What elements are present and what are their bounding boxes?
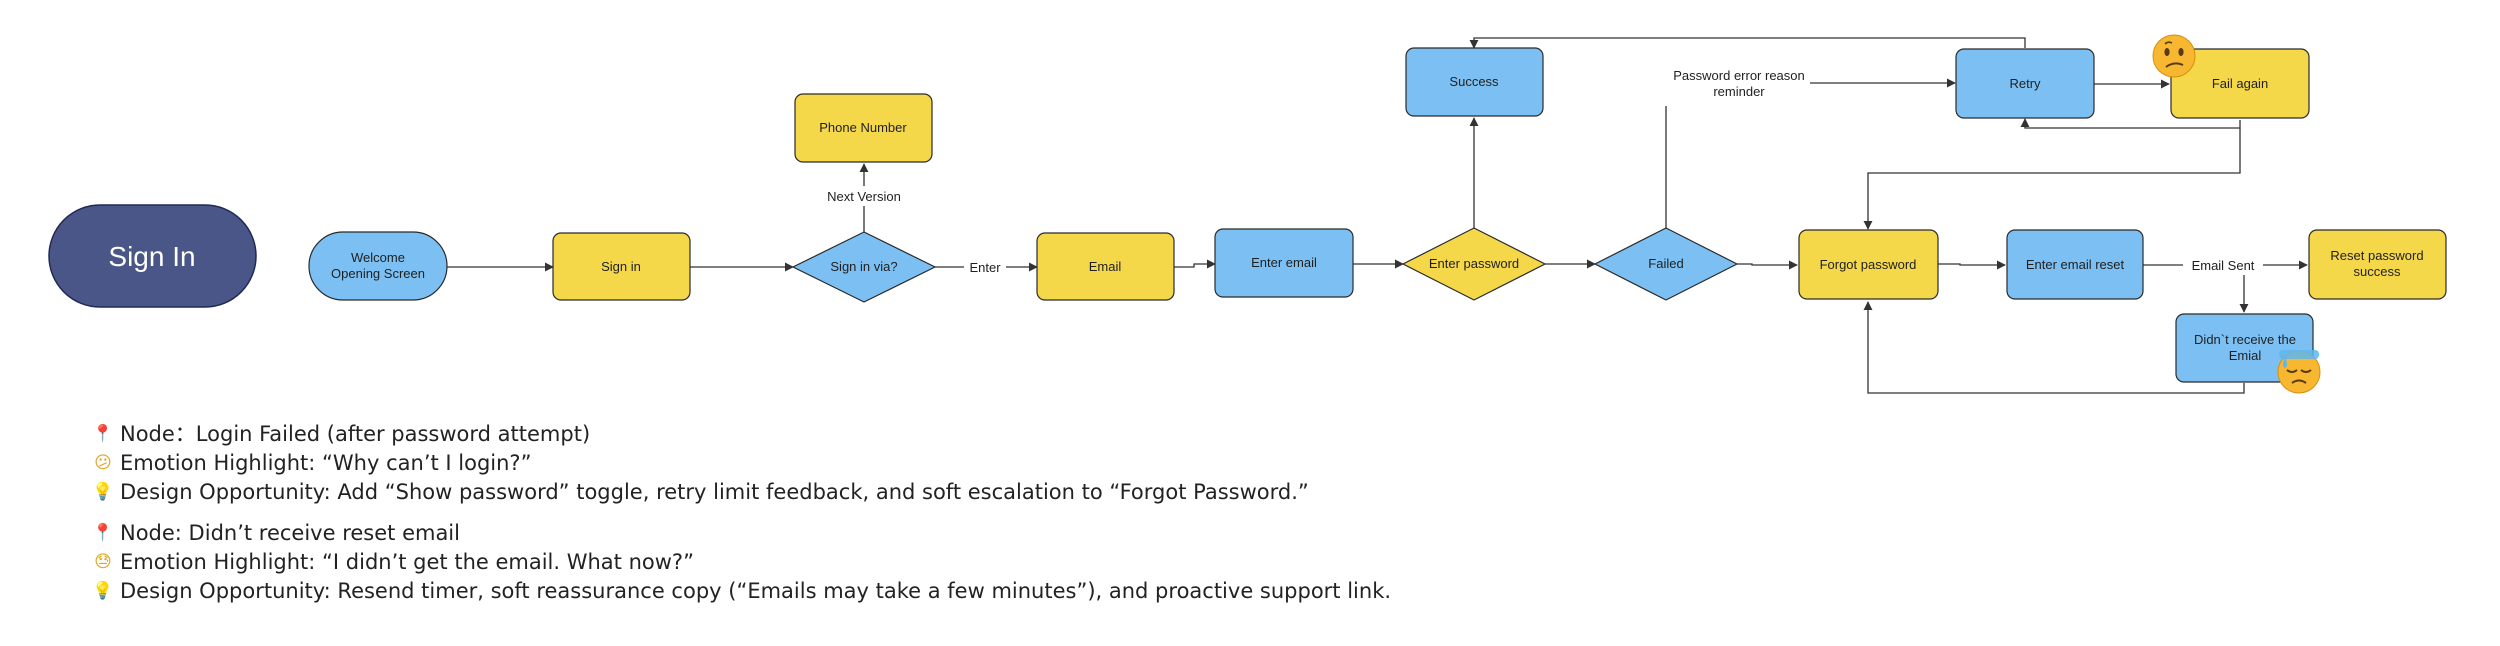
note-emotion-text: Emotion Highlight: “Why can’t I login?” (120, 451, 532, 475)
note-node-text: Node: Didn’t receive reset email (120, 521, 460, 545)
edge-email-enteremail (1174, 259, 1216, 269)
note-design-line: 💡 Design Opportunity: Add “Show password… (92, 478, 1391, 507)
start-node: Sign In (48, 204, 257, 308)
node-enter-password: Enter password (1401, 227, 1547, 301)
note-node-line: 📍 Node: Didn’t receive reset email (92, 519, 1391, 548)
label-next-version: Next Version (827, 189, 901, 204)
note-emotion-text: Emotion Highlight: “I didn’t get the ema… (120, 550, 694, 574)
note-emotion-line: 😕 Emotion Highlight: “Why can’t I login?… (92, 449, 1391, 478)
node-sign-in: Sign in (552, 232, 691, 301)
note-node-text: Node：Login Failed (after password attemp… (120, 422, 591, 446)
enter-password-label: Enter password (1429, 256, 1519, 271)
label-email-sent: Email Sent (2192, 258, 2255, 273)
pin-icon: 📍 (92, 424, 114, 444)
edge-retry-success (1469, 37, 2026, 49)
edge-failed-forgot (1737, 260, 1798, 270)
edge-failagain-forgot (1863, 128, 2241, 230)
note-design-text: Design Opportunity: Resend timer, soft r… (120, 579, 1392, 603)
sign-in-via-label: Sign in via? (830, 259, 897, 274)
note-group-didnt-receive: 📍 Node: Didn’t receive reset email 😓 Emo… (92, 519, 1391, 606)
node-email: Email (1036, 232, 1175, 301)
pin-icon: 📍 (92, 523, 114, 543)
node-success: Success (1405, 47, 1544, 117)
label-enter: Enter (969, 260, 1001, 275)
enter-email-label: Enter email (1251, 255, 1317, 270)
lightbulb-icon: 💡 (92, 581, 114, 601)
confused-face-icon (2152, 34, 2196, 78)
edge-didnt-forgot (1863, 301, 2245, 394)
success-label: Success (1449, 74, 1499, 89)
note-design-line: 💡 Design Opportunity: Resend timer, soft… (92, 577, 1391, 606)
node-enter-email-reset: Enter email reset (2006, 229, 2144, 300)
start-label: Sign In (108, 241, 195, 272)
node-failed: Failed (1593, 227, 1739, 301)
node-phone-number: Phone Number (794, 93, 933, 163)
node-sign-in-via: Sign in via? (791, 231, 937, 303)
node-retry: Retry (1955, 48, 2095, 119)
note-group-login-failed: 📍 Node：Login Failed (after password atte… (92, 420, 1391, 507)
sign-in-label: Sign in (601, 259, 641, 274)
note-design-text: Design Opportunity: Add “Show password” … (120, 480, 1309, 504)
forgot-password-label: Forgot password (1820, 257, 1917, 272)
note-emotion-line: 😓 Emotion Highlight: “I didn’t get the e… (92, 548, 1391, 577)
edges (447, 37, 2308, 394)
note-node-line: 📍 Node：Login Failed (after password atte… (92, 420, 1391, 449)
phone-number-label: Phone Number (819, 120, 907, 135)
node-fail-again: Fail again (2170, 48, 2310, 119)
failed-label: Failed (1648, 256, 1683, 271)
node-enter-email: Enter email (1214, 228, 1354, 298)
sweat-disappointed-face-icon (2277, 350, 2321, 394)
fail-again-label: Fail again (2212, 76, 2268, 91)
sweat-face-icon: 😓 (94, 552, 112, 572)
edge-failagain-retry (2020, 118, 2241, 129)
enter-email-reset-label: Enter email reset (2026, 257, 2125, 272)
face-icon: 😕 (94, 453, 112, 473)
retry-label: Retry (2009, 76, 2041, 91)
edge-forgot-enteremailreset (1938, 260, 2006, 270)
notes-section: 📍 Node：Login Failed (after password atte… (92, 420, 1391, 618)
node-forgot-password: Forgot password (1798, 229, 1939, 300)
lightbulb-icon: 💡 (92, 482, 114, 502)
email-label: Email (1089, 259, 1122, 274)
